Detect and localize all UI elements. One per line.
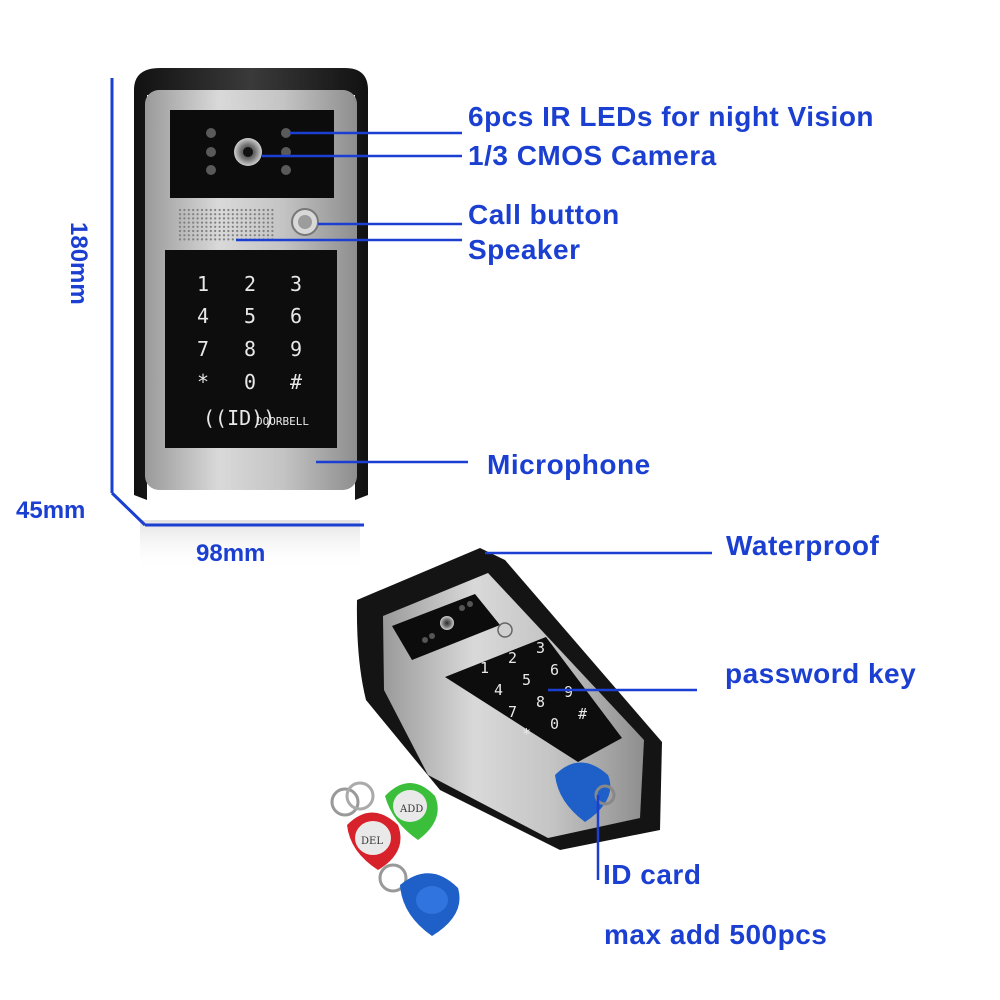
keypad-key-angled: 0 (550, 715, 559, 733)
dimension-lines (110, 78, 364, 527)
ir-leds-label: 6pcs IR LEDs for night Vision (468, 101, 875, 132)
keypad-key[interactable]: 0 (244, 370, 256, 394)
rfid-tags: ADD DEL (330, 762, 616, 936)
depth-dimension: 45mm (16, 497, 86, 524)
keypad-key-angled: 3 (536, 639, 545, 657)
keypad-key[interactable]: 9 (290, 337, 302, 361)
keypad-key[interactable]: 5 (244, 304, 256, 328)
keypad-key[interactable]: 7 (197, 337, 209, 361)
keypad-key[interactable]: * (197, 370, 209, 394)
keypad-key-angled: 8 (536, 693, 545, 711)
keypad-key[interactable]: 2 (244, 272, 256, 296)
width-dimension: 98mm (196, 540, 266, 567)
call-button-label: Call button (468, 199, 620, 230)
keypad-key-angled: 2 (508, 649, 517, 667)
keypad-key-angled: 1 (480, 659, 489, 677)
keypad-key[interactable]: 3 (290, 272, 302, 296)
keypad-key-angled: 5 (522, 671, 531, 689)
camera-label: 1/3 CMOS Camera (468, 140, 717, 171)
tag-del-label: DEL (361, 836, 383, 847)
rfid-symbol: ((ID)) (203, 406, 275, 430)
keypad-key-angled: * (522, 725, 531, 743)
keypad-key[interactable]: 1 (197, 272, 209, 296)
keypad-key[interactable]: 8 (244, 337, 256, 361)
height-dimension: 180mm (65, 222, 92, 305)
keypad-key[interactable]: 4 (197, 304, 209, 328)
tag-add-label: ADD (399, 804, 423, 815)
speaker-label: Speaker (468, 234, 581, 265)
keypad-key[interactable]: 6 (290, 304, 302, 328)
keypad-key-angled: 7 (508, 703, 517, 721)
id-card-label: ID card (603, 859, 702, 890)
keypad-key-angled: 4 (494, 681, 503, 699)
leader-lines (236, 131, 712, 880)
front-view-device: 1 2 3 4 5 6 7 8 9 * 0 # ((ID)) DOORBELL (134, 68, 368, 570)
microphone-label: Microphone (487, 449, 651, 480)
keypad-key-angled: # (578, 705, 587, 723)
keypad-key-angled: 9 (564, 683, 573, 701)
max-add-label: max add 500pcs (604, 919, 828, 950)
waterproof-label: Waterproof (726, 530, 880, 561)
keypad-brand: DOORBELL (256, 415, 309, 428)
keypad-key[interactable]: # (290, 370, 302, 394)
password-key-label: password key (725, 658, 917, 689)
keypad-key-angled: 6 (550, 661, 559, 679)
